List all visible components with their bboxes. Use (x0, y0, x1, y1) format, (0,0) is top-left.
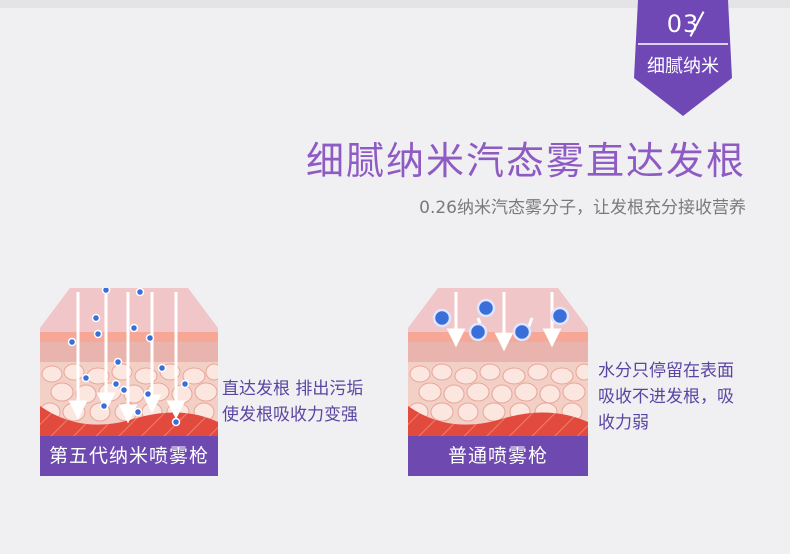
subline: 0.26纳米汽态雾分子，让发根充分接收营养 (419, 198, 746, 218)
headline: 细腻纳米汽态雾直达发根 (305, 139, 746, 183)
left-skin-diagram: 第五代纳米喷雾枪 (40, 288, 218, 476)
feature-badge: 03 细腻纳米 (628, 0, 738, 120)
right-skin-diagram: 普通喷雾枪 (408, 288, 588, 476)
right-panel-label: 普通喷雾枪 (408, 436, 588, 476)
top-band (0, 0, 790, 8)
right-description-line-3: 收力弱 (598, 413, 649, 433)
badge-shape (634, 0, 732, 116)
left-panel-label: 第五代纳米喷雾枪 (40, 436, 218, 476)
right-description-line-1: 水分只停留在表面 (598, 361, 734, 381)
badge-number: 03 (666, 10, 700, 38)
badge-label: 细腻纳米 (647, 56, 719, 77)
left-description-line-2: 使发根吸收力变强 (222, 405, 358, 425)
right-description-line-2: 吸收不进发根，吸 (598, 387, 734, 407)
left-panel-description: 直达发根 排出污垢 使发根吸收力变强 (222, 376, 363, 428)
left-description-line-1: 直达发根 排出污垢 (222, 379, 364, 399)
right-panel-description: 水分只停留在表面 吸收不进发根，吸 收力弱 (598, 358, 734, 436)
